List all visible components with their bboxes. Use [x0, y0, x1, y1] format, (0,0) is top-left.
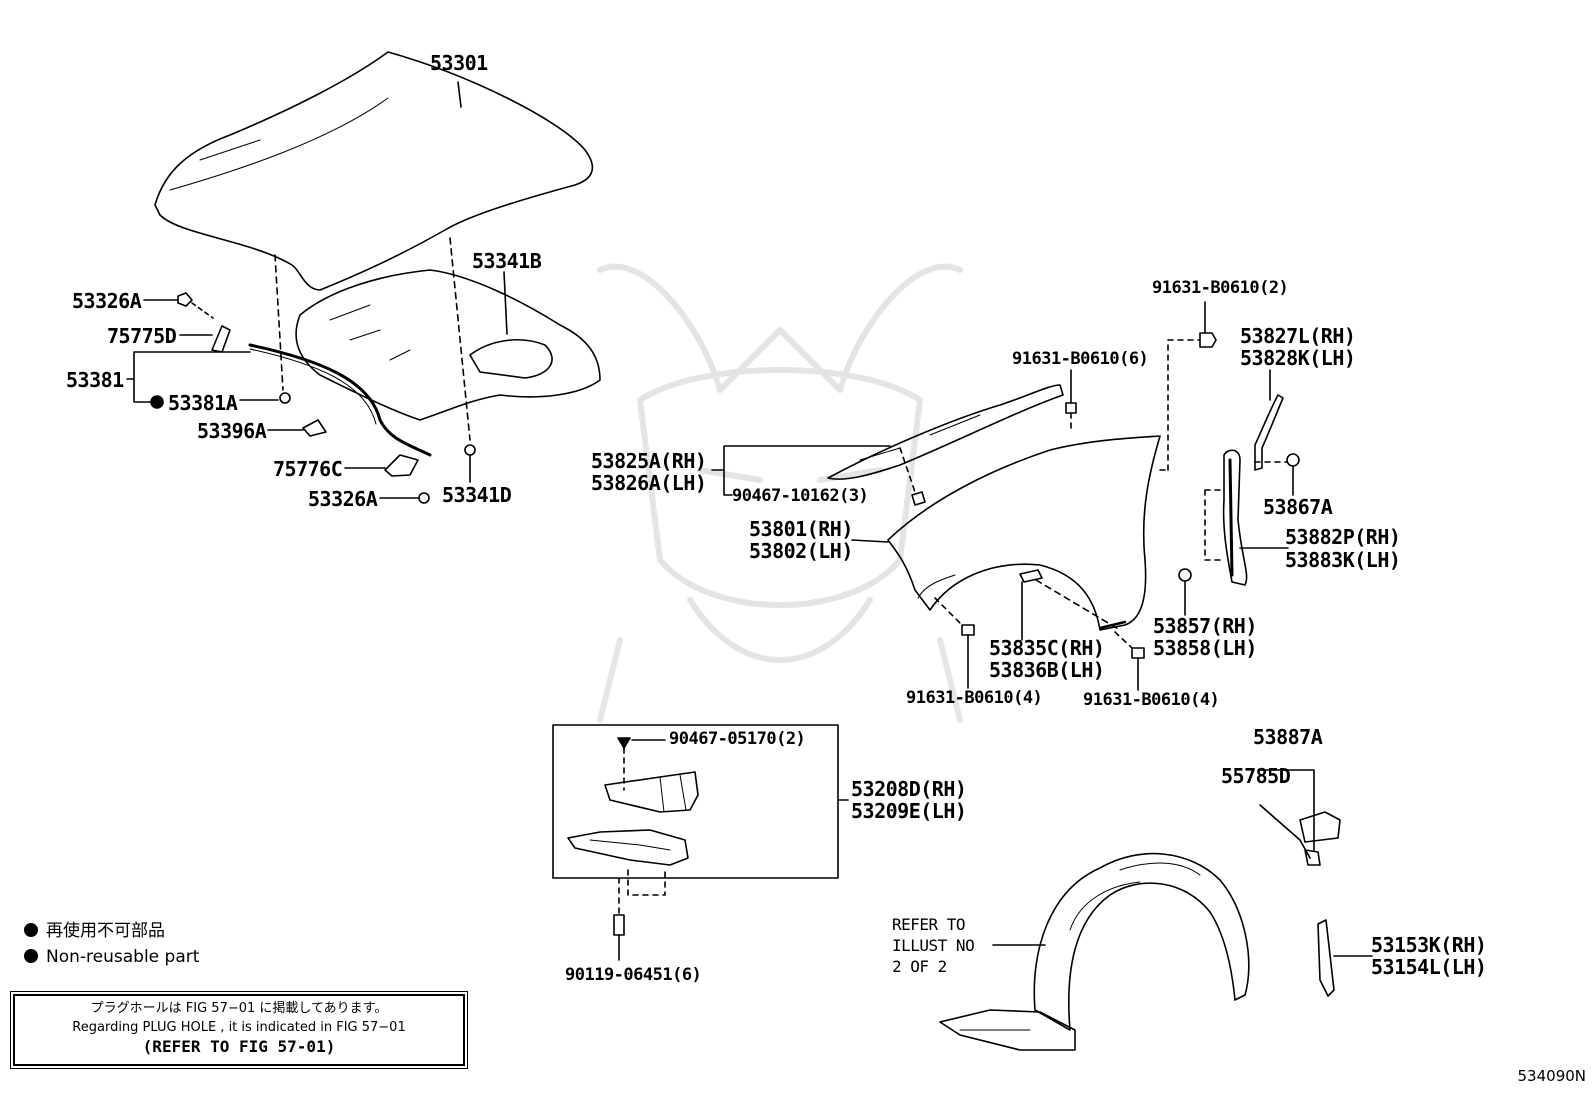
non-reusable-dot-icon: [24, 949, 38, 963]
label-53301: 53301: [430, 51, 488, 75]
clip-75775D: [179, 325, 231, 353]
label-91631-B0610-6: 91631-B0610(6): [1012, 349, 1149, 369]
seal-53208D: [604, 771, 699, 813]
label-53882P: 53882P(RH): [1285, 525, 1401, 549]
label-53827L: 53827L(RH): [1240, 324, 1356, 348]
label-91631-B0610-4b: 91631-B0610(4): [1083, 690, 1220, 710]
label-53802: 53802(LH): [749, 539, 853, 563]
label-55785D: 55785D: [1221, 764, 1291, 788]
fender-seal: [827, 384, 1064, 480]
label-53858: 53858(LH): [1153, 636, 1257, 660]
label-53154L: 53154L(LH): [1371, 955, 1487, 979]
fender-liner: [939, 852, 1250, 1051]
hood-panel: [154, 51, 594, 291]
bracket-53887A: [1257, 769, 1341, 866]
label-53341B: 53341B: [472, 249, 542, 273]
legend-en-text: Non-reusable part: [46, 947, 200, 967]
label-53153K: 53153K(RH): [1371, 933, 1487, 957]
label-53836B: 53836B(LH): [989, 658, 1105, 682]
bracket-53827L: [1254, 369, 1284, 471]
label-53887A: 53887A: [1253, 725, 1323, 749]
label-53208D: 53208D(RH): [851, 777, 967, 801]
figure-id: 534090N: [1517, 1067, 1586, 1085]
clip-53326A-bot: [379, 492, 430, 504]
legend-en: Non-reusable part: [24, 946, 199, 968]
label-53326A-bot: 53326A: [308, 487, 378, 511]
label-53835C: 53835C(RH): [989, 636, 1105, 660]
clip-53326A-top: [143, 292, 214, 319]
fender-panel: [887, 435, 1161, 631]
detail-box: [552, 724, 839, 879]
label-90467-10162: 90467-10162(3): [732, 486, 869, 506]
label-91631-B0610-4a: 91631-B0610(4): [906, 688, 1043, 708]
samurai-watermark: [597, 263, 963, 723]
non-reusable-dot-icon: [24, 923, 38, 937]
hood-seal: [248, 343, 432, 457]
bolt-91631-4a: [934, 597, 975, 689]
latch-75776C: [344, 454, 419, 477]
plug-hole-note: プラグホールは FIG 57−01 に掲載してあります。 Regarding P…: [10, 991, 468, 1069]
label-53828K: 53828K(LH): [1240, 346, 1356, 370]
label-53326A-top: 53326A: [72, 289, 142, 313]
label-75775D: 75775D: [107, 324, 177, 348]
bracket-53835C: [1019, 569, 1121, 641]
clip-53867A: [1254, 453, 1300, 496]
bumper-53396A: [267, 419, 327, 437]
label-53209E: 53209E(LH): [851, 799, 967, 823]
label-53883K: 53883K(LH): [1285, 548, 1401, 572]
refer-line-3: 2 OF 2: [892, 957, 947, 976]
clip-53341D: [464, 444, 476, 483]
clip-53381A: [239, 392, 291, 404]
label-53396A: 53396A: [197, 419, 267, 443]
label-91631-B0610-2: 91631-B0610(2): [1152, 278, 1289, 298]
moulding-53153K: [1317, 919, 1373, 997]
legend-jp: 再使用不可部品: [24, 920, 165, 942]
label-53857: 53857(RH): [1153, 614, 1257, 638]
note-ref: (REFER TO FIG 57-01): [142, 1037, 336, 1056]
bolt-91631-6: [1065, 369, 1077, 431]
note-en: Regarding PLUG HOLE , it is indicated in…: [72, 1020, 406, 1035]
label-75776C: 75776C: [273, 457, 343, 481]
leader-53341B: [503, 271, 508, 335]
label-53826A: 53826A(LH): [591, 471, 707, 495]
clip-53857: [1178, 568, 1192, 616]
hood-insulator: [295, 269, 601, 421]
label-53801: 53801(RH): [749, 517, 853, 541]
bolt-91631-2: [1199, 301, 1217, 348]
refer-line-1: REFER TO: [892, 915, 966, 934]
legend-jp-text: 再使用不可部品: [46, 921, 165, 941]
note-jp: プラグホールは FIG 57−01 に掲載してあります。: [90, 1001, 388, 1016]
label-53381: 53381: [66, 368, 124, 392]
label-90119-06451: 90119-06451(6): [565, 965, 702, 985]
label-53867A: 53867A: [1263, 495, 1333, 519]
label-53825A: 53825A(RH): [591, 449, 707, 473]
bolt-90119-06451: [613, 877, 625, 961]
shield-under: [567, 829, 689, 866]
label-90467-05170: 90467-05170(2): [669, 729, 806, 749]
non-reusable-dot: [150, 395, 164, 409]
refer-line-2: ILLUST NO: [892, 936, 975, 955]
label-53381A: 53381A: [168, 391, 238, 415]
leader-53301: [457, 81, 462, 108]
clip-90467-10162: [911, 491, 926, 506]
label-53341D: 53341D: [442, 483, 512, 507]
fender-liner-seal-53882P: [1222, 449, 1248, 586]
bolt-91631-4b: [1114, 631, 1145, 691]
